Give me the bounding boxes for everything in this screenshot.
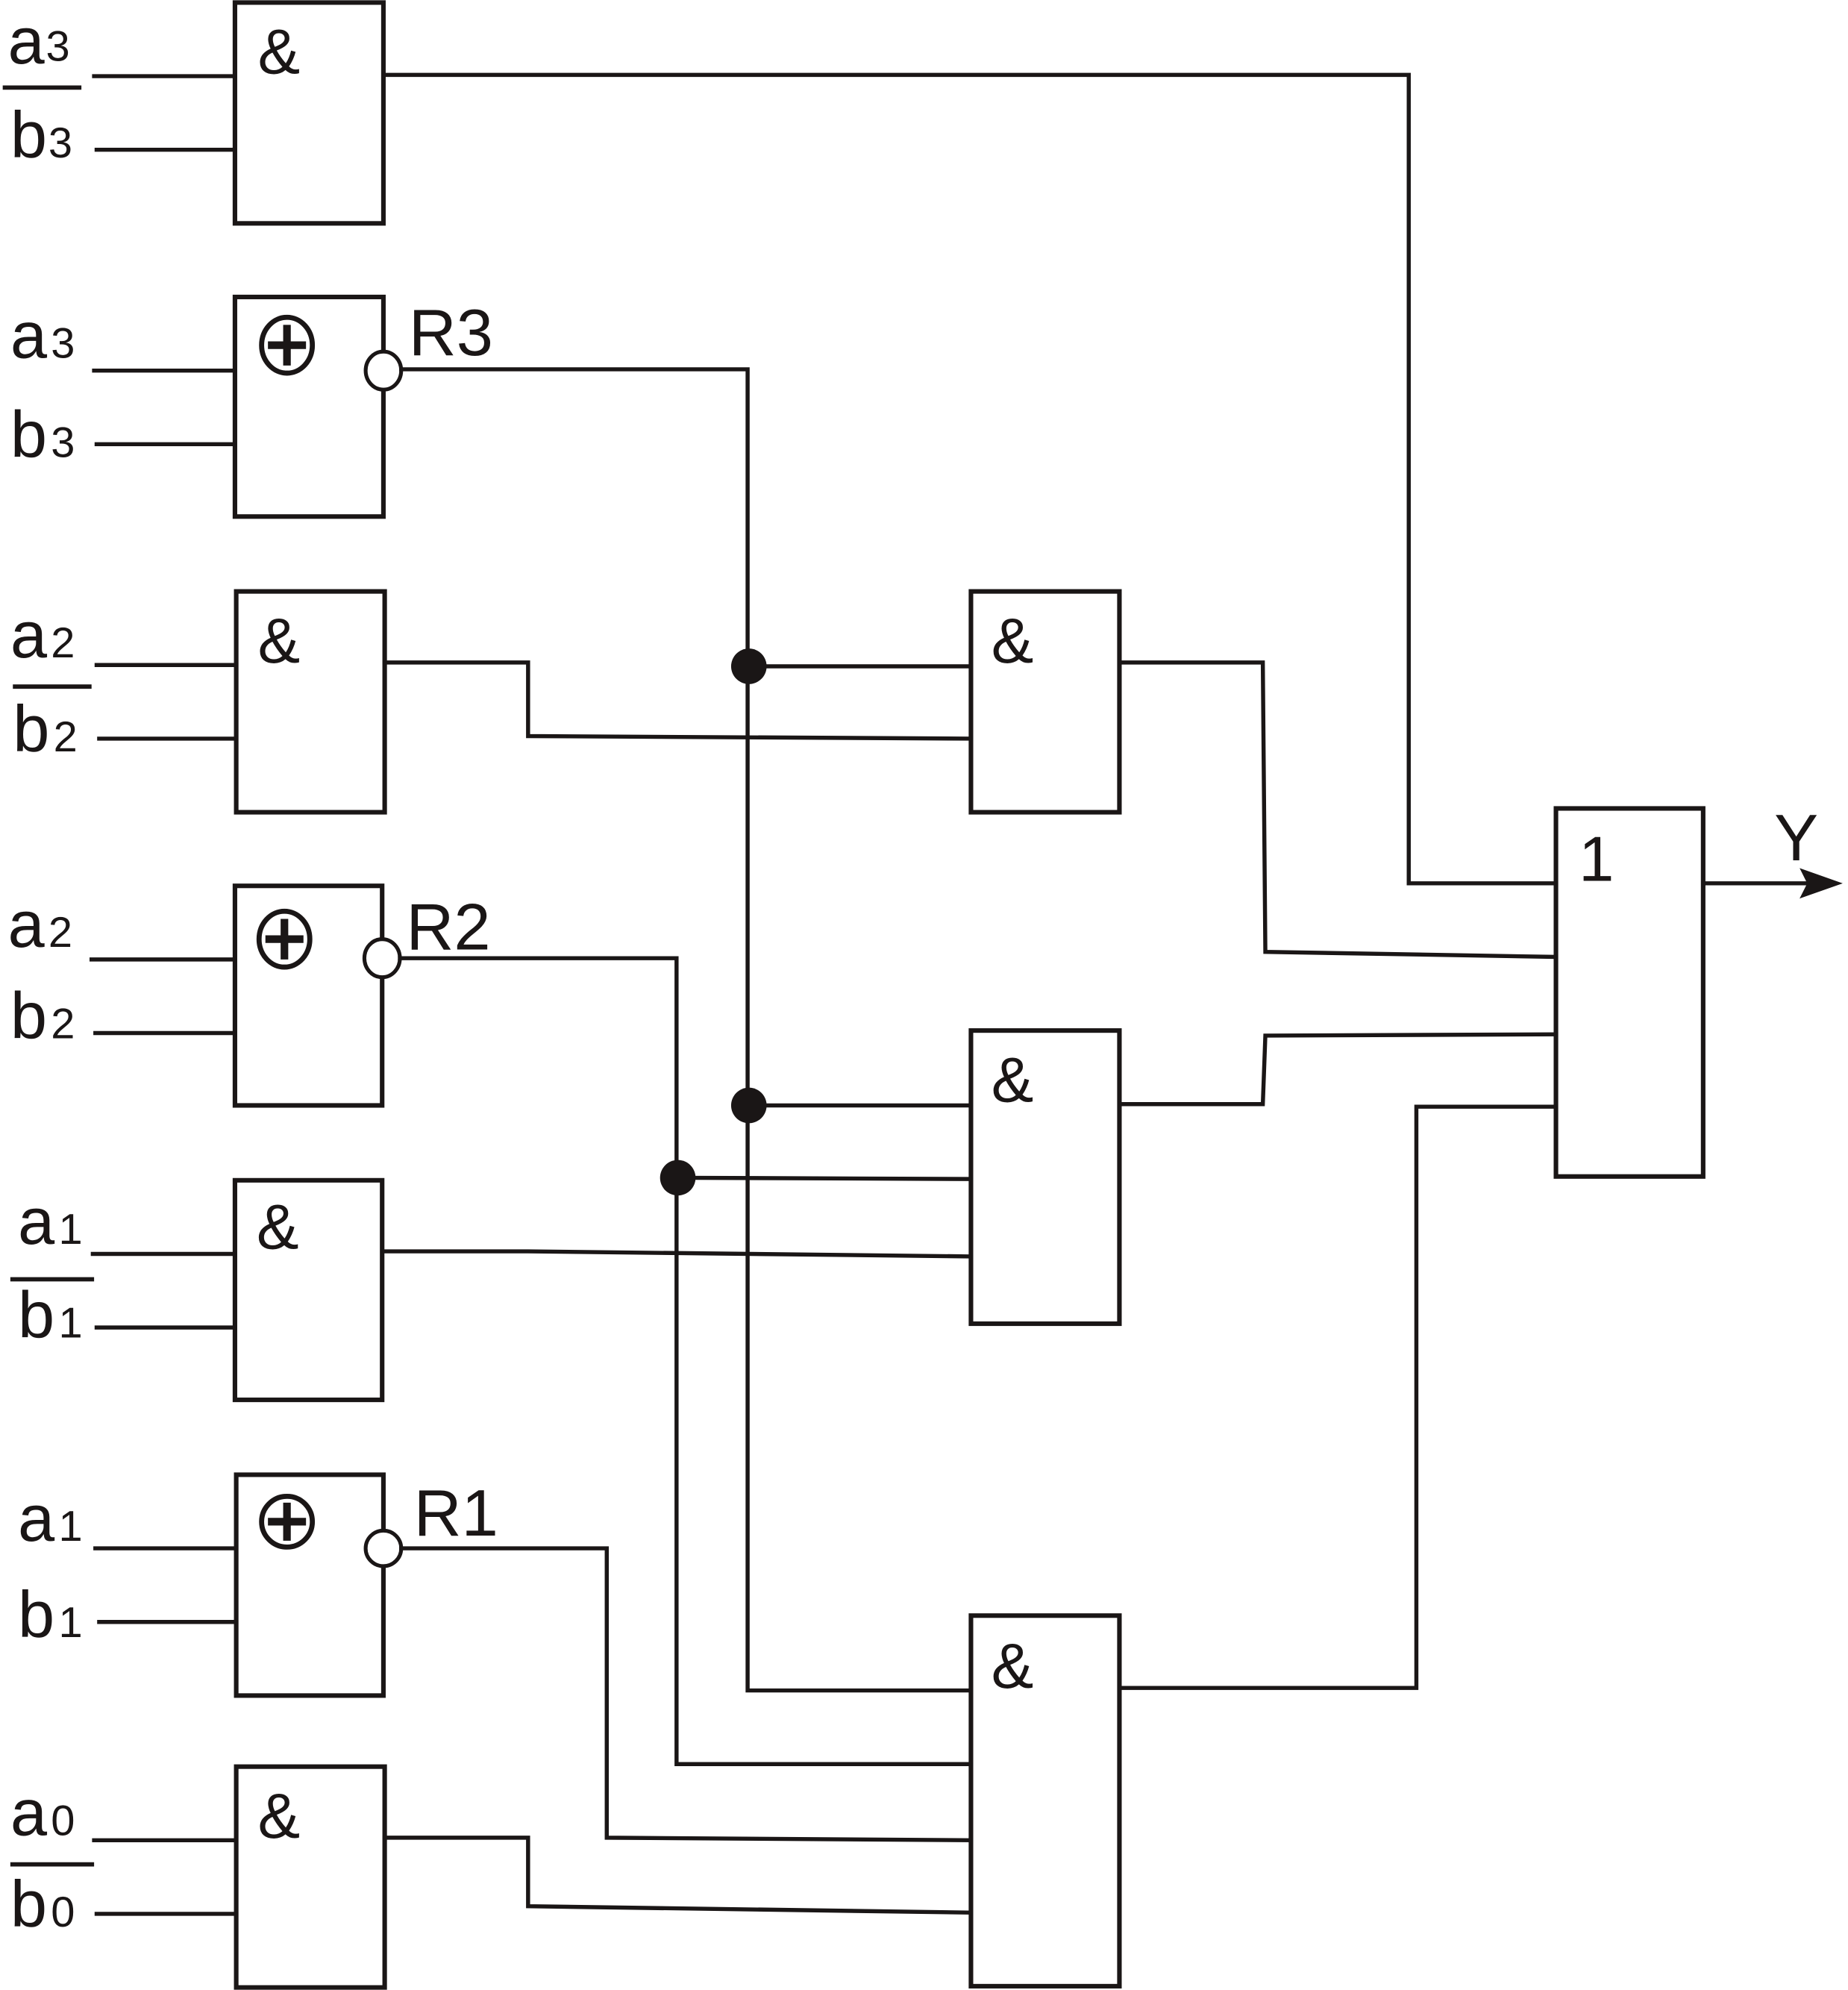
svg-text:b: b: [10, 98, 47, 172]
xnor-gate-2: [232, 883, 402, 1108]
svg-text:1: 1: [58, 1206, 82, 1254]
arrow-right-icon: [1800, 868, 1843, 899]
xor-circle-plus-icon: [259, 1493, 316, 1550]
svg-text:1: 1: [58, 1503, 82, 1551]
label-b3-xor: b 3: [10, 397, 75, 471]
label-b1-xor: b 1: [18, 1577, 83, 1651]
inversion-bubble: [362, 937, 402, 980]
svg-text:a: a: [10, 1775, 48, 1849]
or-symbol: 1: [1579, 824, 1614, 895]
label-a3-xor: a 3: [10, 298, 75, 372]
label-b0-inverted: b 0: [10, 1867, 75, 1941]
and-symbol: &: [258, 17, 301, 88]
label-a1-xor: a 1: [18, 1481, 83, 1555]
svg-text:a: a: [18, 1184, 55, 1258]
label-r1: R1: [414, 1476, 498, 1550]
label-r2: R2: [407, 889, 491, 963]
wire-mid0-to-or: [1117, 1104, 1559, 1690]
junction-dot: [730, 1087, 767, 1124]
label-b1-inverted: b 1: [18, 1278, 83, 1352]
svg-text:2: 2: [51, 619, 75, 667]
label-a0: a 0: [10, 1775, 75, 1849]
svg-text:3: 3: [48, 119, 72, 167]
svg-text:0: 0: [51, 1889, 75, 1936]
xor-circle-plus-icon: [259, 314, 316, 376]
svg-text:b: b: [18, 1278, 54, 1352]
and-symbol: &: [258, 606, 301, 677]
svg-text:a: a: [10, 298, 48, 372]
svg-text:0: 0: [51, 1797, 75, 1844]
svg-text:b: b: [10, 397, 47, 471]
svg-text:2: 2: [51, 1000, 75, 1048]
label-b3-inverted: b 3: [10, 98, 72, 172]
svg-text:a: a: [10, 598, 48, 672]
xnor-gate-3: [232, 294, 404, 519]
label-a2: a 2: [10, 598, 75, 672]
and-symbol: &: [992, 606, 1034, 677]
svg-text:3: 3: [46, 23, 69, 71]
label-y: Y: [1774, 801, 1818, 874]
and-gate-mid-1: &: [968, 1028, 1122, 1327]
and-gate-a0-nb0: &: [234, 1764, 387, 1990]
junction-dot: [730, 648, 767, 684]
and-gate-a2-nb2: &: [234, 589, 387, 815]
svg-text:3: 3: [51, 419, 75, 466]
and-gate-mid-0: &: [968, 1613, 1122, 1989]
svg-text:b: b: [18, 1577, 54, 1651]
inversion-bubble: [363, 349, 404, 392]
and-symbol: &: [992, 1631, 1034, 1702]
svg-text:1: 1: [58, 1300, 82, 1348]
wire-and0-to-mid0: [382, 1836, 974, 1915]
xnor-gate-1: [234, 1472, 404, 1698]
wire-r2-bus: [398, 956, 974, 1766]
wire-mid1-to-or: [1117, 1032, 1559, 1107]
and-gate-a3-nb3: &: [232, 0, 386, 226]
and-symbol: &: [992, 1045, 1034, 1116]
svg-text:b: b: [10, 978, 47, 1052]
and-symbol: &: [258, 1781, 301, 1852]
label-a2-xor: a 2: [7, 887, 72, 961]
xor-circle-plus-icon: [256, 908, 313, 970]
label-a3: a 3: [7, 4, 69, 78]
svg-text:3: 3: [51, 320, 75, 368]
svg-text:1: 1: [58, 1599, 82, 1647]
svg-text:b: b: [13, 692, 49, 766]
label-b2-inverted: b 2: [13, 692, 78, 766]
svg-text:a: a: [18, 1481, 55, 1555]
svg-text:a: a: [7, 4, 45, 78]
and-gate-a1-nb1: &: [232, 1177, 385, 1403]
wire-r3-bus: [399, 367, 974, 1693]
wire-and3-to-or: [381, 72, 1559, 886]
and-gate-mid-2: &: [968, 589, 1122, 815]
wire-and2-to-mid2: [382, 660, 974, 741]
svg-text:2: 2: [48, 909, 72, 957]
inversion-bubble: [363, 1528, 404, 1568]
wire-mid2-to-or: [1117, 660, 1559, 960]
svg-text:a: a: [7, 887, 45, 961]
wire-and1-to-mid1: [380, 1249, 974, 1259]
wire-r2-to-mid1: [674, 1175, 974, 1181]
svg-text:2: 2: [54, 713, 78, 761]
label-b2-xor: b 2: [10, 978, 75, 1052]
svg-text:b: b: [10, 1867, 47, 1941]
junction-dot: [660, 1160, 696, 1196]
and-symbol: &: [257, 1192, 299, 1263]
label-a1: a 1: [18, 1184, 83, 1258]
or-gate: 1: [1553, 806, 1706, 1179]
label-r3: R3: [409, 295, 493, 369]
wire-r1-to-mid0: [399, 1546, 974, 1843]
